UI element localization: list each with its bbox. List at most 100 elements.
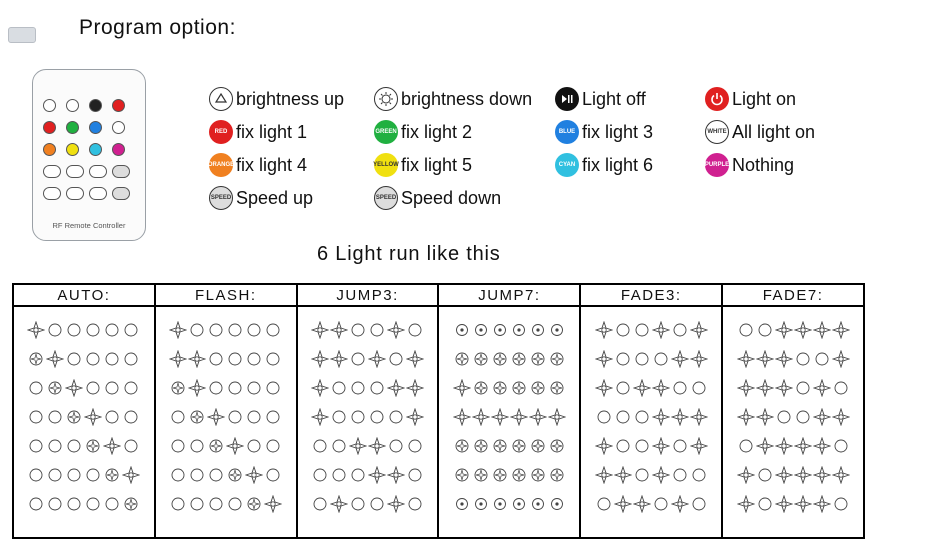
- light-bright-icon: [490, 407, 509, 426]
- play-pause-icon: [555, 87, 579, 111]
- remote-speed-down-icon: [112, 187, 130, 200]
- light-off-icon: [351, 410, 365, 423]
- light-dim-icon: [531, 468, 545, 481]
- remote-auto-button-icon: [43, 165, 61, 178]
- light-bright-icon: [406, 407, 425, 426]
- light-off-icon: [654, 352, 668, 365]
- light-off-icon: [247, 323, 261, 336]
- purple-button-icon: PURPLE: [705, 153, 729, 177]
- mode-header: JUMP7:: [437, 283, 582, 307]
- pattern-row: [14, 402, 154, 431]
- light-bright-icon: [831, 407, 850, 426]
- remote-cyan-button-icon: [89, 143, 102, 156]
- legend-label: fix light 4: [236, 154, 308, 175]
- white-button-icon: WHITE: [705, 120, 729, 144]
- light-off-icon: [616, 439, 630, 452]
- light-bright-icon: [207, 407, 226, 426]
- light-off-icon: [190, 497, 204, 510]
- light-bright-icon: [831, 349, 850, 368]
- light-bright-icon: [755, 407, 774, 426]
- light-bright-icon: [736, 494, 755, 513]
- pattern-row: [439, 460, 579, 489]
- light-off-icon: [351, 468, 365, 481]
- light-dim-icon: [493, 468, 507, 481]
- light-bright-icon: [812, 436, 831, 455]
- light-off-icon: [86, 381, 100, 394]
- light-off-icon: [67, 352, 81, 365]
- light-off-icon: [266, 323, 280, 336]
- light-off-icon: [635, 468, 649, 481]
- legend-label: Nothing: [732, 154, 795, 175]
- pattern-row: [156, 489, 296, 518]
- remote-brightness-up-icon: [43, 99, 56, 112]
- light-off-icon: [370, 323, 384, 336]
- yellow-button-icon: YELLOW: [373, 153, 399, 177]
- light-off-icon: [228, 352, 242, 365]
- light-bright-icon: [632, 378, 651, 397]
- light-dim-icon: [455, 468, 469, 481]
- light-off-icon: [370, 381, 384, 394]
- light-off-icon: [29, 410, 43, 423]
- legend-item: brightness up: [209, 87, 344, 111]
- light-off-icon: [673, 381, 687, 394]
- light-off-icon: [29, 497, 43, 510]
- light-off-icon: [48, 439, 62, 452]
- light-dim-icon: [550, 352, 564, 365]
- pattern-row: [156, 402, 296, 431]
- mode-header: JUMP3:: [295, 283, 440, 307]
- light-off-icon: [635, 352, 649, 365]
- light-off-icon: [105, 381, 119, 394]
- light-off-icon: [408, 468, 422, 481]
- light-bright-icon: [594, 378, 613, 397]
- light-dim-icon: [209, 439, 223, 452]
- pattern-row: [156, 344, 296, 373]
- light-off-icon: [266, 468, 280, 481]
- light-bright-icon: [84, 407, 103, 426]
- pattern-row: [439, 373, 579, 402]
- light-off-icon: [834, 497, 848, 510]
- light-off-icon: [209, 381, 223, 394]
- legend-item: Light off: [555, 87, 646, 111]
- light-bright-icon: [311, 378, 330, 397]
- light-off-icon: [209, 352, 223, 365]
- light-dim-icon: [531, 352, 545, 365]
- pattern-row: [298, 460, 438, 489]
- light-off-icon: [247, 439, 261, 452]
- pattern-row: [298, 402, 438, 431]
- light-bright-icon: [670, 407, 689, 426]
- light-off-icon: [796, 381, 810, 394]
- light-off-icon: [777, 410, 791, 423]
- light-glow-icon: [512, 323, 525, 336]
- light-off-icon: [124, 439, 138, 452]
- pattern-row: [581, 344, 721, 373]
- pattern-row: [156, 315, 296, 344]
- light-off-icon: [247, 410, 261, 423]
- light-bright-icon: [670, 494, 689, 513]
- light-bright-icon: [651, 320, 670, 339]
- light-bright-icon: [689, 407, 708, 426]
- light-bright-icon: [774, 378, 793, 397]
- pattern-row: [581, 460, 721, 489]
- light-bright-icon: [831, 320, 850, 339]
- light-off-icon: [247, 352, 261, 365]
- light-dim-icon: [550, 468, 564, 481]
- light-off-icon: [171, 497, 185, 510]
- light-off-icon: [266, 410, 280, 423]
- light-bright-icon: [528, 407, 547, 426]
- light-bright-icon: [651, 378, 670, 397]
- light-bright-icon: [736, 349, 755, 368]
- light-off-icon: [834, 381, 848, 394]
- light-bright-icon: [406, 378, 425, 397]
- light-off-icon: [616, 352, 630, 365]
- light-off-icon: [171, 468, 185, 481]
- light-dim-icon: [171, 381, 185, 394]
- light-dim-icon: [493, 352, 507, 365]
- light-bright-icon: [387, 494, 406, 513]
- light-off-icon: [105, 410, 119, 423]
- mode-pattern-column: [12, 306, 156, 538]
- pattern-row: [439, 489, 579, 518]
- light-off-icon: [616, 323, 630, 336]
